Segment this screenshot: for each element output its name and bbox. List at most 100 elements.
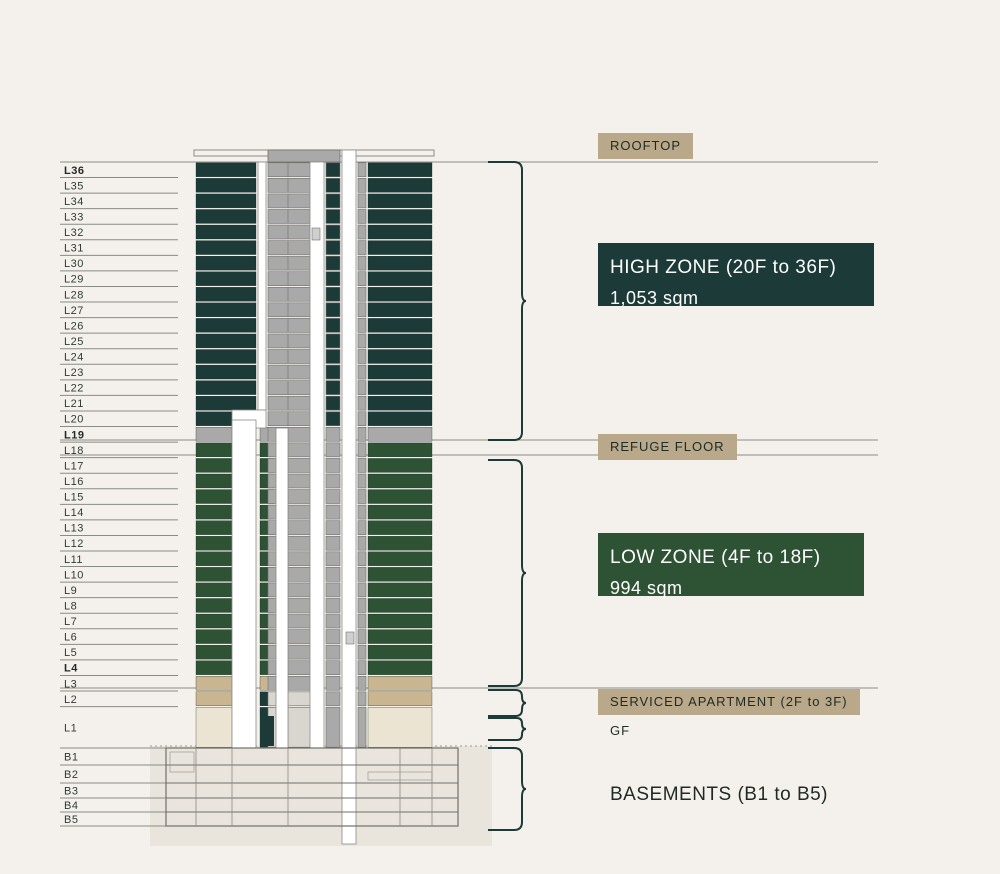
floor-label-l17: L17 (64, 460, 84, 472)
stair-cell-l15 (357, 489, 367, 504)
floor-label-l27: L27 (64, 305, 84, 317)
right-floor-plate-l19 (367, 427, 433, 442)
floor-label-l5: L5 (64, 647, 77, 659)
stair-cell-l35 (357, 178, 367, 193)
right-floor-plate-l36 (367, 162, 433, 177)
right-floor-plate-l4 (367, 660, 433, 675)
stair-cell-l24 (357, 349, 367, 364)
left-floor-plate-l12 (195, 536, 233, 551)
shaft-main (341, 149, 357, 845)
floor-label-l35: L35 (64, 180, 84, 192)
floor-label-l12: L12 (64, 538, 84, 550)
right-floor-plate-l2 (367, 691, 433, 706)
right-floor-plate-l9 (367, 582, 433, 598)
high-zone-brace (488, 161, 527, 441)
right-floor-plate-l12 (367, 536, 433, 551)
left-floor-plate-l33 (195, 209, 257, 224)
floor-label-l31: L31 (64, 243, 84, 255)
floor-label-l24: L24 (64, 352, 84, 364)
floor-label-l6: L6 (64, 632, 77, 644)
stair-cell-l32 (357, 224, 367, 240)
right-floor-plate-l23 (367, 364, 433, 380)
shaft-upper (257, 161, 267, 411)
low-zone-brace (488, 459, 527, 687)
right-floor-plate-l3 (367, 676, 433, 691)
stair-cell-l34 (357, 193, 367, 209)
lift-cell-l4 (325, 660, 341, 675)
stair-cell-l17 (357, 458, 367, 473)
left-floor-plate-l2 (195, 691, 233, 706)
floor-label-l23: L23 (64, 367, 84, 379)
right-floor-plate-l21 (367, 396, 433, 411)
left-floor-plate-l8 (195, 598, 233, 613)
left-floor-plate-l11 (195, 551, 233, 566)
stair-cell-l19 (357, 427, 367, 442)
left-floor-plate-l21 (195, 396, 257, 411)
right-floor-plate-l27 (367, 302, 433, 317)
lift-cell-l14 (325, 504, 341, 520)
left-floor-plate-l6 (195, 629, 233, 644)
floor-label-l25: L25 (64, 336, 84, 348)
stair-cell-l28 (357, 286, 367, 302)
right-floor-plate-l33 (367, 209, 433, 224)
left-floor-plate-l27 (195, 302, 257, 317)
right-floor-plate-l17 (367, 458, 433, 473)
lift-cell-l9 (325, 582, 341, 598)
floor-labels: L36L35L34L33L32L31L30L29L28L27L26L25L24L… (64, 165, 84, 826)
right-floor-plate-l10 (367, 567, 433, 582)
floor-label-l7: L7 (64, 616, 77, 628)
stair-cell-l1 (357, 707, 367, 748)
high-zone-title: HIGH ZONE (20F to 36F) (610, 257, 837, 278)
floor-label-l28: L28 (64, 289, 84, 301)
floor-label-l32: L32 (64, 227, 84, 239)
refuge-floor-tag: REFUGE FLOOR (598, 434, 737, 460)
lift-cell-l18 (325, 442, 341, 458)
lift-cell-l30 (325, 255, 341, 271)
right-floor-plate-l29 (367, 271, 433, 286)
right-floor-plate-l1 (367, 707, 433, 748)
right-floor-plate-l16 (367, 473, 433, 489)
floor-label-l8: L8 (64, 600, 77, 612)
basement-ramp-right (367, 771, 433, 781)
stair-cell-l8 (357, 598, 367, 613)
stair-cell-l2 (357, 691, 367, 707)
floor-label-l14: L14 (64, 507, 84, 519)
stair-cell-l7 (357, 613, 367, 629)
floor-label-l29: L29 (64, 274, 84, 286)
lift-cell-l17 (325, 458, 341, 473)
left-floor-plate-l5 (195, 645, 233, 660)
lift-cell-l5 (325, 644, 341, 660)
lift-cell-l19 (325, 427, 341, 442)
stair-cell-l12 (357, 535, 367, 551)
lift-cell-l20 (325, 411, 341, 427)
floor-label-l2: L2 (64, 694, 77, 706)
lift-cell-l34 (325, 193, 341, 209)
floor-label-l15: L15 (64, 492, 84, 504)
right-floor-plate-l35 (367, 178, 433, 193)
lift-cell-l11 (325, 551, 341, 567)
floor-label-l33: L33 (64, 211, 84, 223)
floor-label-l10: L10 (64, 569, 84, 581)
lift-cell-l25 (325, 333, 341, 349)
floor-label-l36: L36 (64, 165, 84, 177)
floor-label-l18: L18 (64, 445, 84, 457)
low-zone-title: LOW ZONE (4F to 18F) (610, 547, 821, 568)
serviced-apartment-brace (488, 689, 527, 717)
low-zone-area: 994 sqm (610, 578, 683, 598)
lift-cell-l15 (325, 489, 341, 504)
floor-label-l20: L20 (64, 414, 84, 426)
building-section (165, 149, 459, 845)
floor-label-b2: B2 (64, 769, 78, 781)
basements-brace (488, 747, 527, 831)
lift-cell-l16 (325, 473, 341, 489)
basement-outline (165, 747, 459, 827)
floor-label-l16: L16 (64, 476, 84, 488)
left-floor-plate-l23 (195, 364, 257, 380)
stair-cell-l6 (357, 629, 367, 644)
right-floor-plate-l32 (367, 224, 433, 240)
left-floor-plate-l36 (195, 162, 257, 177)
floor-label-b1: B1 (64, 752, 78, 764)
lift-cell-l32 (325, 224, 341, 240)
right-floor-plate-l7 (367, 613, 433, 629)
lift-cell-l23 (325, 364, 341, 380)
